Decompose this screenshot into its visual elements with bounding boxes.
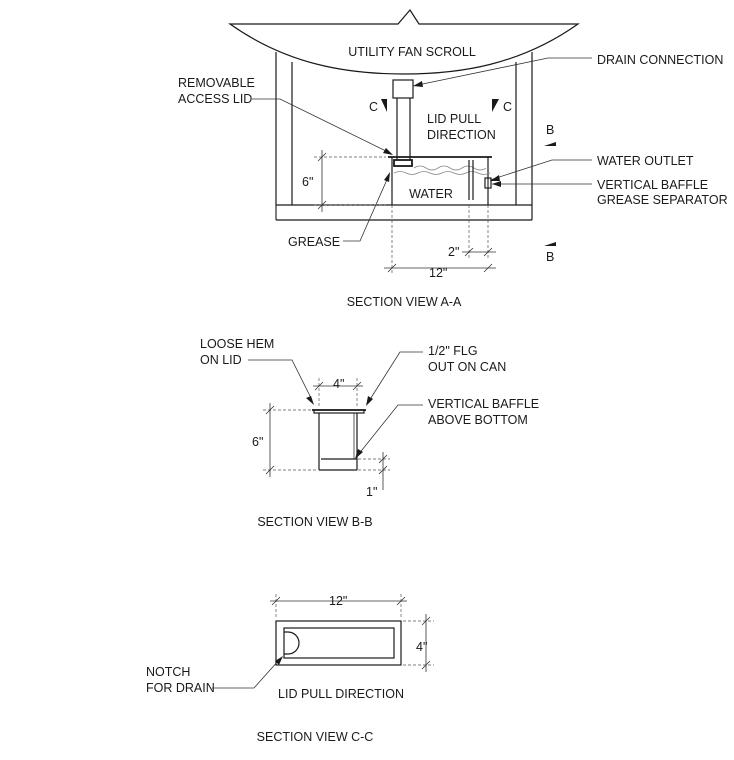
bb-dimension-bottom	[358, 452, 390, 490]
flange-label-2: OUT ON CAN	[428, 360, 506, 374]
water-label: WATER	[409, 187, 453, 201]
cc-drain-notch	[284, 631, 300, 655]
section-aa-caption: SECTION VIEW A-A	[347, 295, 462, 309]
vertical-baffle-label-2: GREASE SEPARATOR	[597, 193, 728, 207]
bb-dimension-width	[313, 378, 363, 407]
cut-b-top-label: B	[546, 123, 554, 137]
section-bb-caption: SECTION VIEW B-B	[257, 515, 372, 529]
section-view-cc: 12" 4" NOTCH FOR DRAIN LID PULL DIRECTIO…	[146, 594, 434, 744]
bb-dim-bottom-label: 1"	[366, 485, 377, 499]
section-view-bb: 4" 6" 1" LOOSE HEM ON LID 1/2" FLG OUT O…	[200, 337, 539, 529]
cc-dim-width-label: 4"	[416, 640, 427, 654]
baffle-label-1: VERTICAL BAFFLE	[428, 397, 539, 411]
dimension-baffle-2in	[462, 205, 496, 258]
water-outlet-label: WATER OUTLET	[597, 154, 694, 168]
cut-c-right-label: C	[503, 100, 512, 114]
section-view-aa: UTILITY FAN SCROLL DRAIN CONNECTION REMO…	[178, 8, 728, 309]
section-cc-caption: SECTION VIEW C-C	[257, 730, 374, 744]
loose-hem-label-2: ON LID	[200, 353, 242, 367]
floor-slab	[275, 204, 532, 221]
bb-can	[318, 413, 358, 471]
cc-dimension-width	[403, 614, 434, 672]
bb-dim-width-label: 4"	[333, 377, 344, 391]
bb-lid-hem	[313, 409, 365, 414]
lid-pull-label-2: DIRECTION	[427, 128, 496, 142]
cut-b-top-arrow	[544, 142, 556, 146]
fan-scroll-housing	[228, 8, 580, 75]
bb-dimension-height	[263, 403, 318, 477]
cut-b-bottom-arrow	[544, 242, 556, 246]
flange-label-1: 1/2" FLG	[428, 344, 478, 358]
cut-b-bottom-label: B	[546, 250, 554, 264]
baffle-label-2: ABOVE BOTTOM	[428, 413, 528, 427]
cc-inner-wall	[283, 627, 395, 659]
notch-label-2: FOR DRAIN	[146, 681, 215, 695]
dimension-height-6in	[314, 150, 386, 212]
dim-height-label: 6"	[302, 175, 313, 189]
cut-c-right-arrow	[492, 99, 499, 112]
fan-scroll-label: UTILITY FAN SCROLL	[348, 45, 476, 59]
left-support-frame	[275, 52, 293, 220]
removable-lid-label-2: ACCESS LID	[178, 92, 252, 106]
cut-c-left-label: C	[369, 100, 378, 114]
cc-dimension-length	[270, 594, 407, 618]
cc-dim-length-label: 12"	[329, 594, 347, 608]
water-surface	[393, 165, 491, 175]
drain-connection-label: DRAIN CONNECTION	[597, 53, 723, 67]
vertical-baffle	[468, 160, 474, 200]
cc-outer-can	[275, 620, 402, 666]
dimension-width-12in	[384, 205, 496, 274]
right-support-frame	[515, 52, 533, 220]
loose-hem-label-1: LOOSE HEM	[200, 337, 274, 351]
cut-c-left-arrow	[381, 99, 387, 112]
dim-baffle-label: 2"	[448, 245, 459, 259]
lid-pull-label-1: LID PULL	[427, 112, 481, 126]
notch-label-1: NOTCH	[146, 665, 190, 679]
removable-lid-label-1: REMOVABLE	[178, 76, 255, 90]
dim-width-label: 12"	[429, 266, 447, 280]
bb-dim-height-label: 6"	[252, 435, 263, 449]
vertical-baffle-label-1: VERTICAL BAFFLE	[597, 178, 708, 192]
water-outlet-fitting	[484, 177, 492, 189]
cc-lid-pull-label: LID PULL DIRECTION	[278, 687, 404, 701]
grease-label: GREASE	[288, 235, 340, 249]
drain-pipe	[392, 79, 414, 167]
